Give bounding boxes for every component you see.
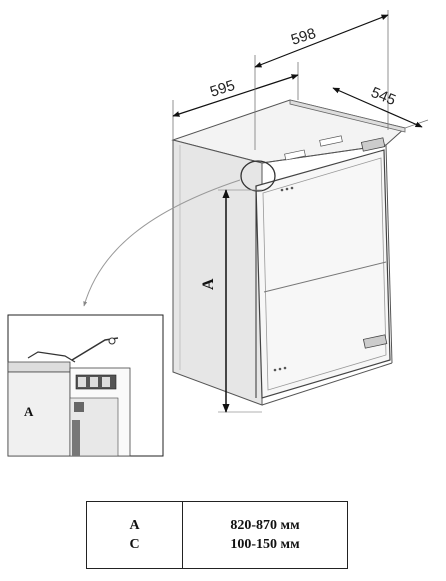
- detail-leader-arrow: [83, 179, 241, 307]
- table-key-a: A: [129, 518, 140, 533]
- detail-circle: [240, 160, 276, 192]
- detail-inset: [7, 314, 164, 457]
- dimension-label-598: 598: [289, 25, 318, 49]
- label-a-main: A: [200, 278, 217, 290]
- table-row: A C 820-870 мм 100-150 мм: [86, 501, 348, 569]
- dimension-545: [332, 87, 429, 129]
- table-key-c: C: [129, 537, 140, 552]
- table-key-cell: A C: [86, 501, 183, 569]
- label-a-inset: A: [24, 404, 34, 419]
- table-value-cell: 820-870 мм 100-150 мм: [182, 501, 348, 569]
- fridge-door: [255, 135, 391, 399]
- dimension-a-vertical: [218, 189, 262, 413]
- table-value-c: 100-150 мм: [230, 537, 300, 552]
- table-value-a: 820-870 мм: [230, 518, 300, 533]
- dimensions-table: A C 820-870 мм 100-150 мм: [86, 501, 348, 569]
- dimension-595: [172, 62, 299, 140]
- dimension-label-595: 595: [208, 77, 237, 101]
